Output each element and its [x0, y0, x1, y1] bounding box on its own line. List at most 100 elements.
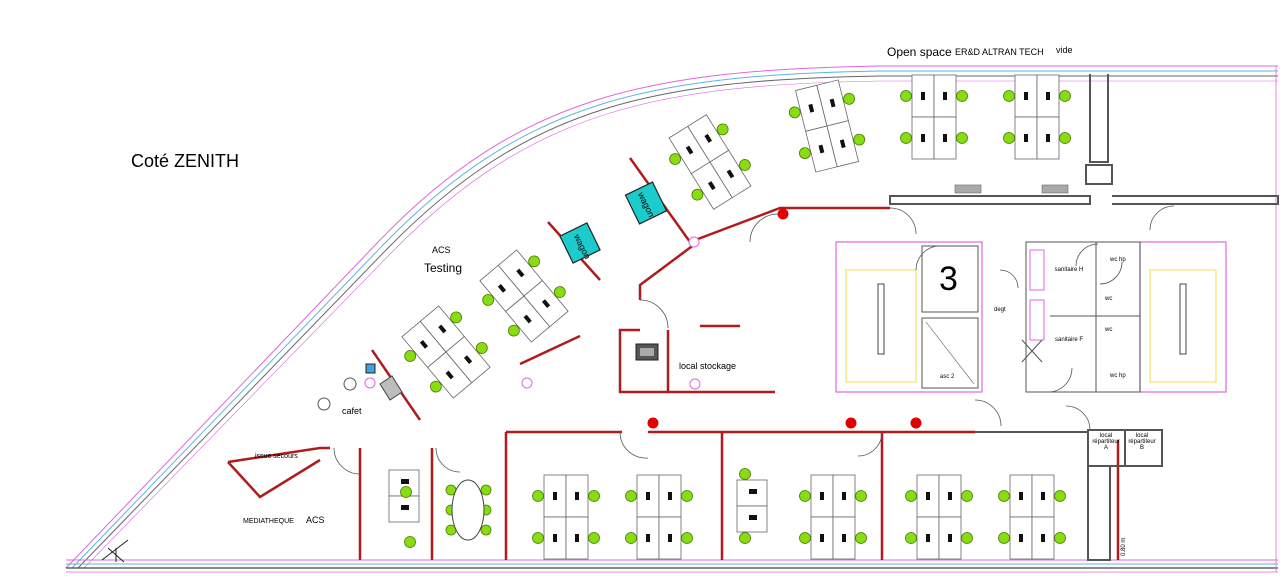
chair: [400, 486, 412, 498]
chair: [956, 132, 968, 144]
chair: [853, 133, 866, 146]
chair: [1059, 90, 1071, 102]
room-number: 3: [939, 260, 958, 298]
monitor: [749, 515, 757, 520]
monitor: [541, 299, 551, 308]
chair: [1059, 132, 1071, 144]
stairwell-right: [1139, 241, 1227, 393]
chair: [799, 147, 811, 160]
chair: [1003, 90, 1015, 102]
chair: [788, 106, 801, 119]
chair: [738, 159, 751, 171]
chair: [739, 468, 751, 480]
wc-label-2: wc: [1105, 327, 1113, 333]
monitor: [842, 492, 846, 500]
chair: [482, 294, 495, 306]
chair: [588, 490, 600, 502]
fire-extinguisher-markers: [647, 208, 922, 429]
open-space-label: Open space: [887, 45, 952, 59]
local-stockage-label: local stockage: [679, 361, 737, 371]
monitor: [401, 479, 409, 484]
monitor: [1024, 134, 1028, 142]
monitor: [1024, 92, 1028, 100]
desk-cluster: [998, 474, 1066, 560]
monitor: [646, 492, 650, 500]
chair: [669, 153, 682, 165]
chair: [681, 490, 693, 502]
wall-equipment: [954, 184, 1069, 194]
monitor: [948, 534, 952, 542]
chair: [998, 532, 1010, 544]
facade-wall: [65, 65, 1278, 569]
monitor: [516, 268, 525, 278]
chair: [450, 311, 463, 324]
chair: [799, 532, 811, 544]
wc-hp-bottom-label: wc hp: [1110, 373, 1126, 379]
desk-cluster: [788, 79, 866, 173]
chair: [429, 380, 442, 393]
chair: [855, 490, 867, 502]
acs-label-bottom: ACS: [306, 515, 325, 525]
desk-cluster: [905, 474, 973, 560]
chair: [404, 350, 417, 362]
monitor: [943, 134, 947, 142]
desk-cluster: [532, 474, 600, 560]
monitor: [818, 144, 825, 154]
sanitary-block: [1021, 241, 1141, 393]
asc-label: asc 2: [940, 374, 955, 380]
monitor: [668, 492, 672, 500]
acs-label-top: ACS: [432, 245, 451, 255]
chair: [956, 90, 968, 102]
issue-secours-label: issue secours: [255, 453, 298, 460]
sanitaire-f-label: sanitaire F: [1054, 337, 1083, 343]
monitor: [1019, 492, 1023, 500]
monitor: [463, 355, 473, 364]
cafet-furniture: [317, 363, 403, 411]
monitor: [820, 534, 824, 542]
monitor: [553, 534, 557, 542]
chair: [480, 524, 492, 536]
monitor: [1041, 492, 1045, 500]
chair: [900, 90, 912, 102]
wc-label-1: wc: [1105, 296, 1113, 302]
desk-cluster: [401, 305, 491, 399]
chair: [588, 532, 600, 544]
monitor: [438, 324, 447, 334]
chair: [843, 92, 855, 105]
monitor: [943, 92, 947, 100]
desk: [388, 495, 420, 523]
monitor: [1041, 534, 1045, 542]
monitor: [575, 492, 579, 500]
chair: [905, 490, 917, 502]
degt-label: degt: [994, 307, 1006, 313]
chair: [998, 490, 1010, 502]
chair: [961, 532, 973, 544]
local-repartiteur-a-label: local répartiteur A: [1092, 433, 1120, 451]
chair: [404, 536, 416, 548]
desk-cluster: [799, 474, 867, 560]
chair: [799, 490, 811, 502]
chair: [532, 490, 544, 502]
monitor: [749, 489, 757, 494]
monitor: [523, 314, 532, 324]
chair: [475, 342, 488, 354]
monitor: [445, 370, 454, 380]
stairwell-left: [835, 241, 983, 393]
chair: [961, 490, 973, 502]
doors: [333, 205, 1175, 475]
monitor: [921, 134, 925, 142]
desk: [736, 505, 768, 533]
chair: [855, 532, 867, 544]
structural-walls: [889, 74, 1279, 561]
monitor: [1019, 534, 1023, 542]
desk-cluster: [1003, 74, 1071, 160]
monitor: [497, 284, 507, 293]
chair: [625, 490, 637, 502]
testing-label: Testing: [424, 261, 463, 275]
monitor: [707, 181, 716, 191]
monitor: [1046, 134, 1050, 142]
monitor: [1046, 92, 1050, 100]
monitor: [921, 92, 925, 100]
chair: [553, 286, 566, 298]
